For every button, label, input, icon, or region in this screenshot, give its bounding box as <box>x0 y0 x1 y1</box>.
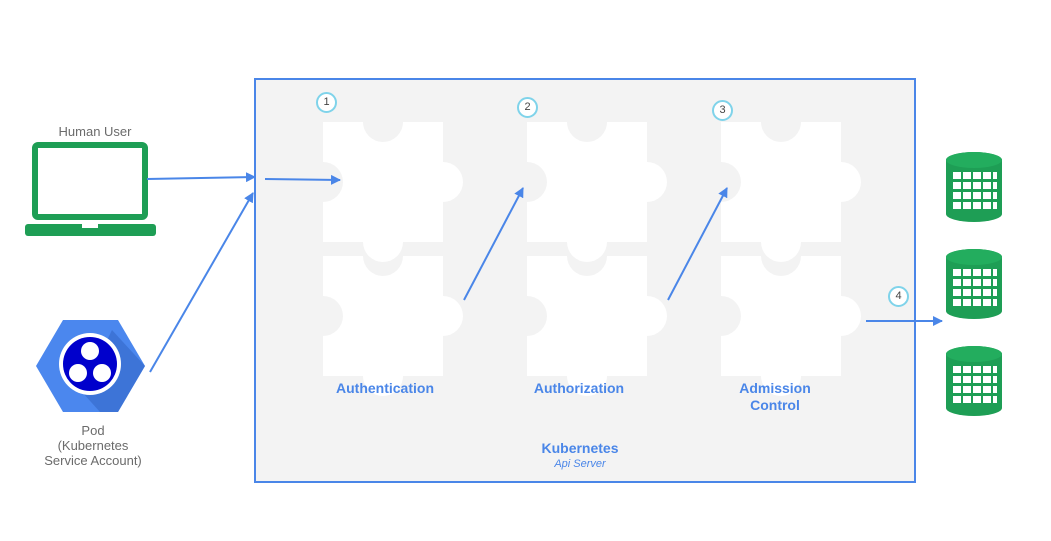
authentication-puzzle-icon <box>323 122 463 396</box>
step-4-badge: 4 <box>888 286 909 307</box>
pod-label: Pod (Kubernetes Service Account) <box>28 423 158 468</box>
pod-label-line2: (Kubernetes <box>57 438 129 453</box>
authentication-label: Authentication <box>336 380 434 396</box>
api-server-title: Kubernetes <box>541 440 619 456</box>
admission-control-label: Admission Control <box>705 380 845 414</box>
arrow-user-to-server <box>146 172 256 183</box>
database-icon <box>946 249 1002 319</box>
pod-label-line1: Pod <box>81 423 105 438</box>
pod-label-line3: Service Account) <box>44 453 142 468</box>
admission-control-label-line1: Admission <box>739 380 811 396</box>
database-icon <box>946 152 1002 222</box>
step-1-badge: 1 <box>316 92 337 113</box>
api-server-subtitle: Api Server <box>554 458 606 470</box>
database-icon <box>946 346 1002 416</box>
step-2-badge: 2 <box>517 97 538 118</box>
arrow-to-authentication <box>264 174 341 185</box>
arrow-pod-to-server <box>149 192 254 373</box>
human-user-label: Human User <box>58 124 132 139</box>
arrow-to-admission-control <box>667 187 728 301</box>
authorization-puzzle-icon <box>527 122 667 396</box>
laptop-icon <box>25 142 156 236</box>
step-3-badge: 3 <box>712 100 733 121</box>
admission-control-label-line2: Control <box>750 397 800 413</box>
authorization-label: Authorization <box>533 380 625 396</box>
admission-control-puzzle-icon <box>721 122 861 396</box>
arrow-to-authorization <box>463 187 524 301</box>
pod-icon <box>36 320 145 412</box>
